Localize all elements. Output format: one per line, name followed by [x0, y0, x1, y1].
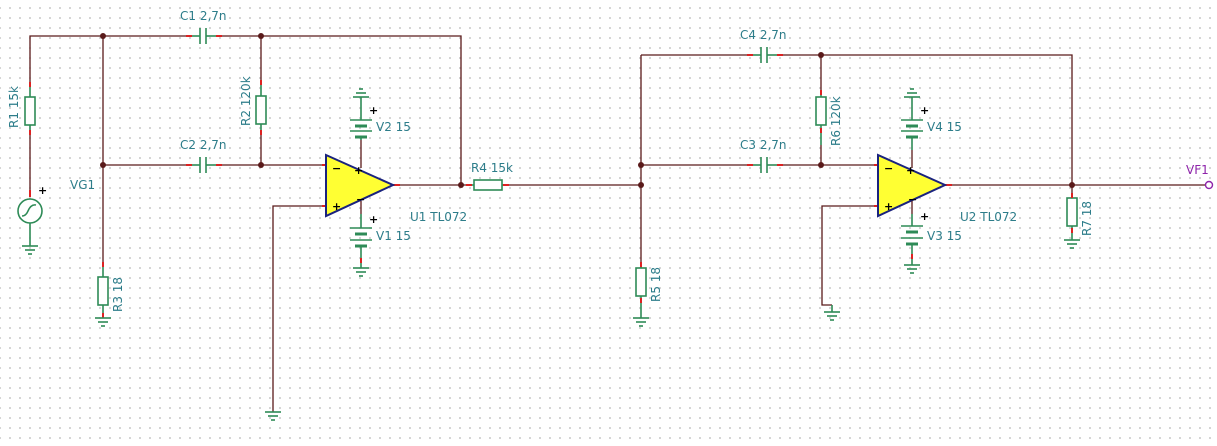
resistor-r5[interactable]: R5 18: [635, 262, 663, 318]
u1-minus-sign: −: [332, 162, 341, 175]
u1-vcc-plus: +: [354, 164, 363, 177]
v1-plus-sign: +: [369, 213, 378, 226]
label-r3: R3 18: [111, 277, 125, 312]
junctions: [100, 33, 1075, 188]
resistor-r6[interactable]: R6 120k: [815, 90, 843, 146]
ground-icon: [1064, 239, 1080, 249]
label-r1: R1 15k: [7, 86, 21, 128]
v3-plus-sign: +: [920, 210, 929, 223]
wire-r1-top: [29, 35, 103, 82]
u2-vee-minus: −: [908, 193, 917, 206]
ground-icon: [353, 267, 369, 277]
label-v2: V2 15: [376, 120, 411, 134]
ground-icon: [353, 88, 369, 110]
resistor-r1[interactable]: R1 15k: [7, 82, 36, 135]
capacitor-c1[interactable]: C1 2,7n: [180, 9, 227, 44]
label-c4: C4 2,7n: [740, 28, 787, 42]
label-v1: V1 15: [376, 229, 411, 243]
u1-plus-sign: +: [332, 200, 341, 213]
junction-u2-out: [1069, 182, 1075, 188]
wire-top-feedback-1: [261, 35, 462, 185]
junction-node-f: [818, 162, 824, 168]
junction-node-a-top: [100, 33, 106, 39]
v4-plus-sign: +: [920, 104, 929, 117]
resistor-r3[interactable]: R3 18: [97, 262, 125, 318]
junction-node-b: [258, 33, 264, 39]
opamp-u2[interactable]: − + + − U2 TL072: [874, 150, 1017, 224]
ground-icon: [95, 317, 111, 327]
wire-u2-plus-ground: [821, 205, 878, 306]
junction-node-d: [638, 182, 644, 188]
label-r7: R7 18: [1080, 201, 1094, 236]
u2-vcc-plus: +: [906, 164, 915, 177]
label-r4: R4 15k: [471, 161, 513, 175]
ground-icon: [904, 88, 920, 110]
wires: [29, 35, 1206, 412]
wire-u1-plus-ground: [272, 205, 326, 412]
resistor-r4[interactable]: R4 15k: [466, 161, 513, 191]
ground-icon: [824, 305, 840, 321]
label-c1: C1 2,7n: [180, 9, 227, 23]
v2-plus-sign: +: [369, 104, 378, 117]
battery-v3[interactable]: + V3 15: [901, 210, 962, 265]
resistor-r7[interactable]: R7 18: [1066, 193, 1094, 240]
junction-node-e: [818, 52, 824, 58]
junction-node-d-mid: [638, 162, 644, 168]
ground-icon: [633, 317, 649, 327]
battery-v1[interactable]: + V1 15: [350, 213, 411, 268]
junction-node-c: [258, 162, 264, 168]
capacitor-c4[interactable]: C4 2,7n: [740, 28, 787, 63]
resistor-r2[interactable]: R2 120k: [239, 76, 267, 135]
label-c2: C2 2,7n: [180, 138, 227, 152]
label-v3: V3 15: [927, 229, 962, 243]
label-u1: U1 TL072: [410, 210, 467, 224]
label-c3: C3 2,7n: [740, 138, 787, 152]
battery-v2[interactable]: + V2 15: [350, 104, 411, 140]
label-u2: U2 TL072: [960, 210, 1017, 224]
capacitor-c2[interactable]: C2 2,7n: [180, 138, 227, 173]
ground-icon: [22, 240, 38, 255]
label-r6: R6 120k: [829, 96, 843, 146]
label-r5: R5 18: [649, 267, 663, 302]
battery-v4[interactable]: + V4 15: [901, 104, 962, 150]
vg1-plus-sign: +: [38, 184, 47, 197]
junction-u1-out: [458, 182, 464, 188]
label-v4: V4 15: [927, 120, 962, 134]
wire-top-feedback-2: [821, 54, 1073, 185]
label-r2: R2 120k: [239, 76, 253, 126]
output-probe-vf1[interactable]: VF1: [1186, 163, 1214, 190]
u2-minus-sign: −: [884, 162, 893, 175]
ground-icon: [265, 411, 281, 421]
capacitor-c3[interactable]: C3 2,7n: [740, 138, 787, 173]
signal-generator-vg1[interactable]: + VG1: [17, 178, 95, 240]
label-vf1: VF1: [1186, 163, 1209, 177]
opamp-u1[interactable]: − + + − U1 TL072: [322, 140, 467, 224]
label-vg1: VG1: [70, 178, 95, 192]
ground-symbols: [22, 88, 1080, 421]
u1-vee-minus: −: [356, 193, 365, 206]
ground-icon: [904, 264, 920, 274]
junction-node-a-mid: [100, 162, 106, 168]
u2-plus-sign: +: [884, 200, 893, 213]
